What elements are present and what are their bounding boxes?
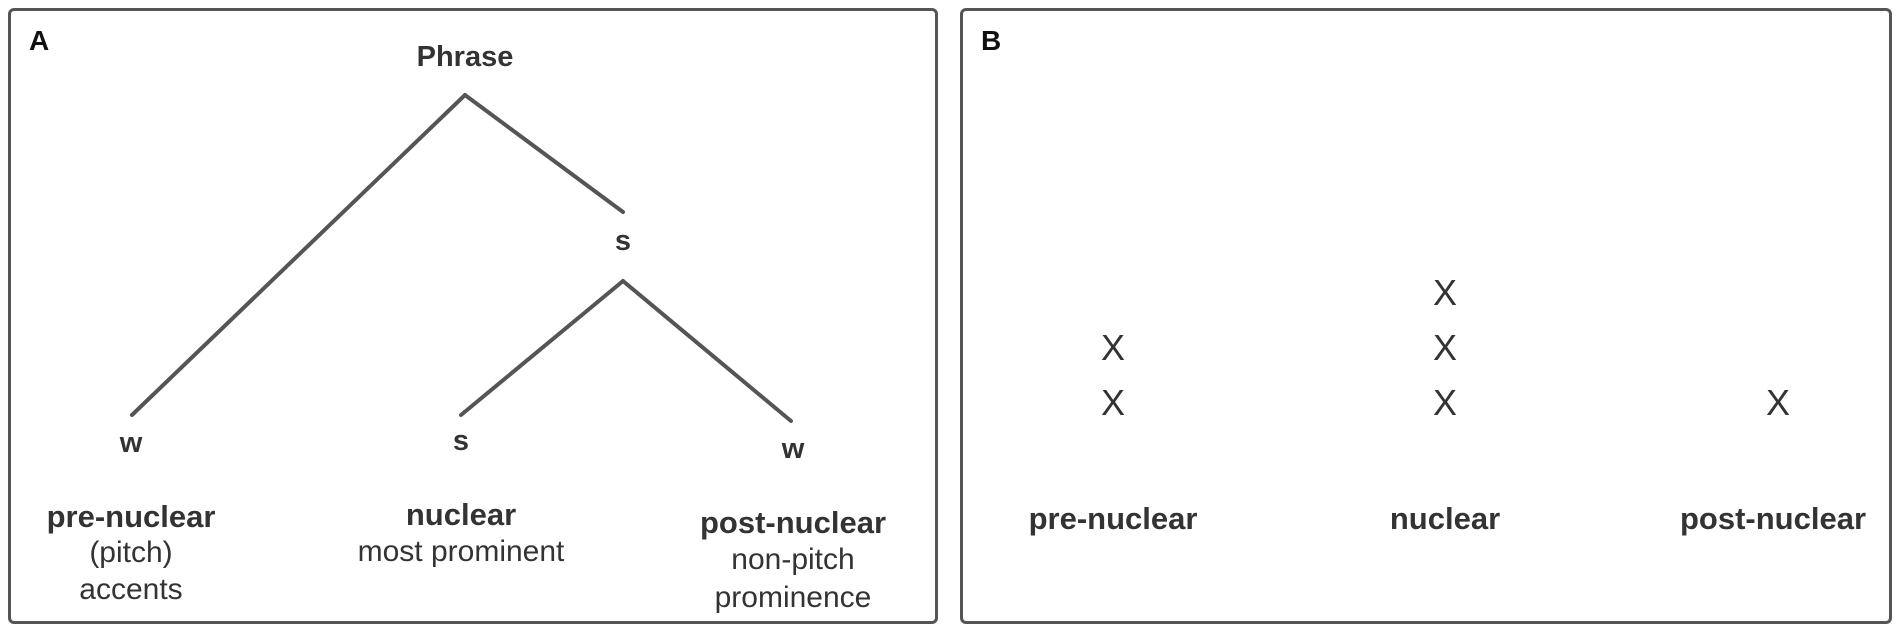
root-node-label: Phrase [416,41,514,73]
leaf-title-nuclear: nuclear [405,497,517,532]
edge-s-s [459,279,625,417]
leaf-title-post-nuclear: post-nuclear [699,505,887,540]
leaf-desc-pre-nuclear-1: (pitch) [89,536,173,569]
panel-a: A Phrase s w pre-nuclear (pitch) accents… [8,8,938,624]
grid-mark: X [1432,382,1457,423]
grid-mark: X [1432,272,1457,313]
grid-mark: X [1100,327,1125,368]
leaf-desc-post-nuclear-1: non-pitch [731,543,855,576]
grid-label-post-nuclear: post-nuclear [1679,501,1867,536]
grid-mark: X [1100,382,1125,423]
edge-s-w [621,279,793,423]
panel-b: B X X pre-nuclear X X X nuclear X post-n… [960,8,1892,624]
leaf-desc-pre-nuclear-2: accents [79,573,183,606]
leaf-node-label-nuclear: s [452,425,470,457]
leaf-desc-post-nuclear-2: prominence [714,581,872,614]
grid-mark: X [1432,327,1457,368]
grid-label-nuclear: nuclear [1389,501,1501,536]
leaf-desc-nuclear-1: most prominent [357,535,565,568]
grid-mark: X [1765,382,1790,423]
tree-lines [130,93,793,423]
panel-a-letter: A [29,25,50,56]
panel-b-letter: B [981,25,1002,56]
grid-label-pre-nuclear: pre-nuclear [1028,501,1198,536]
inner-s-node-label: s [614,225,632,257]
leaf-node-label-post: w [781,433,805,465]
edge-root-w [130,93,467,417]
edge-root-s [463,93,625,214]
leaf-title-pre-nuclear: pre-nuclear [46,499,216,534]
leaf-node-label-pre: w [119,427,143,459]
